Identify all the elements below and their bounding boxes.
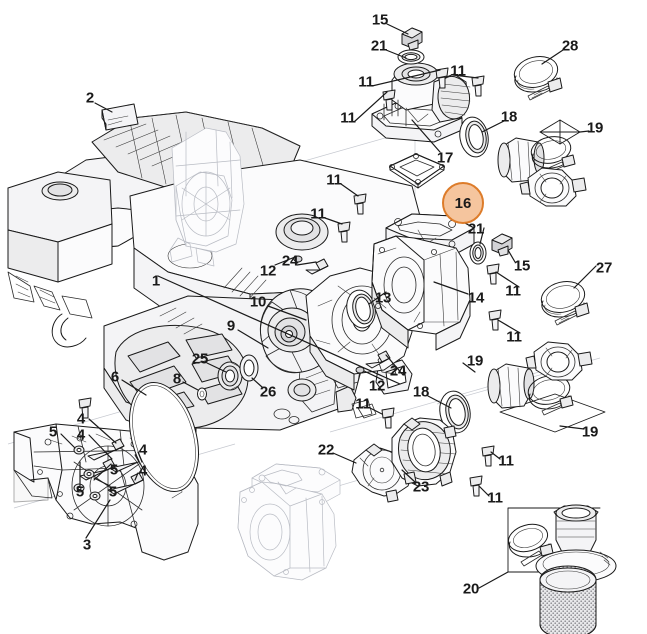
callout-label: 11 (355, 395, 371, 413)
screw-11-j (469, 475, 483, 497)
part-coupling-19f (525, 341, 593, 381)
callout-label: 11 (498, 452, 514, 470)
callout-label: 26 (259, 383, 277, 401)
callout-label: 8 (172, 370, 182, 388)
callout-label: 12 (259, 262, 277, 280)
callout-label: 11 (450, 62, 466, 80)
part-clamp-20c (507, 523, 554, 567)
callout-label: 20 (462, 580, 480, 598)
callout-label: 27 (595, 259, 613, 277)
callout-label: 18 (412, 383, 430, 401)
callout-label: 11 (340, 109, 356, 127)
part-washers-5 (73, 445, 101, 501)
screw-11-e (337, 221, 351, 243)
callout-label: 21 (370, 37, 388, 55)
screw-11-i (481, 445, 495, 467)
part-hose-clamp-27 (540, 281, 590, 326)
part-plug-15a (401, 27, 423, 51)
callout-label: 19 (466, 352, 484, 370)
callout-label: 15 (371, 11, 389, 29)
callout-label: 3 (82, 536, 92, 554)
ghost-pump-body (237, 463, 341, 581)
screw-11-g (488, 309, 502, 331)
callout-label: 6 (110, 368, 120, 386)
callout-label: 4 (138, 441, 148, 459)
callout-label: 5 (75, 483, 85, 501)
part-gasket-16 (388, 152, 445, 189)
part-seal-25 (217, 361, 243, 391)
part-strainer-20b (539, 565, 597, 634)
callout-label: 5 (48, 423, 58, 441)
callout-label: 9 (226, 317, 236, 335)
part-oring-18a (459, 116, 489, 158)
part-group-19-lower (487, 341, 606, 433)
callout-label: 22 (317, 441, 335, 459)
callout-label: 5 (108, 483, 118, 501)
callout-label: 24 (389, 362, 407, 380)
screw-11-d (353, 193, 367, 215)
part-oring-6 (129, 381, 199, 493)
callout-label: 13 (374, 289, 392, 307)
callout-label: 4 (76, 410, 86, 428)
part-group-19-upper (497, 119, 587, 207)
part-manifold-17 (371, 62, 471, 143)
part-oring-18b (439, 390, 471, 434)
callout-label: 24 (281, 252, 299, 270)
callout-label: 11 (506, 328, 522, 346)
part-seal-26 (239, 354, 259, 382)
callout-label: 1 (151, 272, 161, 290)
callout-label: 25 (191, 350, 209, 368)
ghost-fan-shroud (169, 127, 245, 267)
part-coupling-19c (519, 167, 587, 207)
callout-label: 10 (249, 293, 267, 311)
part-plug-15b (491, 233, 513, 257)
part-oring-13 (346, 289, 376, 329)
part-pump-housing-14 (371, 213, 475, 351)
part-oring-21b (469, 241, 487, 265)
part-bolt-24b (365, 350, 391, 369)
part-hose-clamp-28 (513, 56, 563, 101)
part-group-20 (507, 504, 617, 634)
callout-label: 5 (109, 461, 119, 479)
part-pin-12a (293, 255, 303, 263)
bolt-4d (107, 472, 144, 495)
leader-lines (60, 23, 597, 589)
part-screws-11 (78, 67, 502, 497)
callout-label: 2 (85, 89, 95, 107)
callout-label: 21 (467, 220, 485, 238)
callout-label: 11 (358, 73, 374, 91)
part-oring-8 (197, 387, 207, 401)
callout-label: 15 (513, 257, 531, 275)
callout-label: 11 (310, 205, 326, 223)
callout-label: 14 (467, 289, 485, 307)
part-bolts-4 (79, 438, 148, 495)
callout-label: 18 (500, 108, 518, 126)
part-cover-23 (391, 417, 457, 487)
callout-label: 12 (368, 377, 386, 395)
screw-11-h (381, 407, 395, 429)
part-bolt-24a (305, 258, 329, 275)
screw-11-k (78, 397, 92, 419)
callout-label: 11 (487, 489, 503, 507)
screw-11-c (471, 75, 485, 97)
part-pin-12b (355, 366, 365, 374)
highlighted-part-badge-16[interactable]: 16 (442, 182, 484, 224)
part-hose-19d (487, 363, 535, 409)
callout-label: 4 (76, 426, 86, 444)
callout-label: 28 (561, 37, 579, 55)
callout-label: 19 (581, 423, 599, 441)
callout-label: 4 (138, 462, 148, 480)
callout-label: 11 (326, 171, 342, 189)
screw-11-f (486, 263, 500, 285)
part-nameplate-2 (101, 103, 139, 131)
callout-label: 19 (586, 119, 604, 137)
callout-label: 23 (412, 478, 430, 496)
callout-label: 17 (436, 149, 454, 167)
callout-label: 11 (505, 282, 521, 300)
